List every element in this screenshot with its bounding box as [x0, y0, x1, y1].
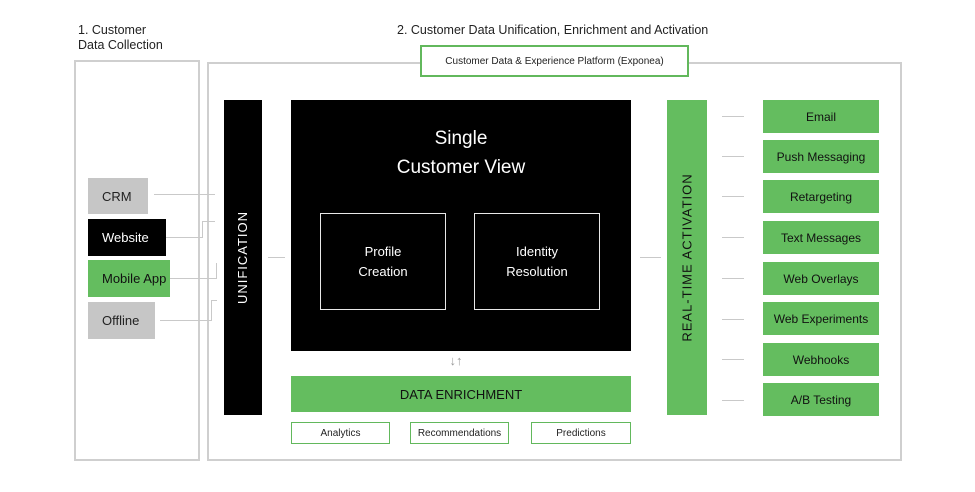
single-customer-view-title-line2: Customer View	[396, 157, 526, 178]
unification-to-view-connector	[268, 257, 285, 258]
website-connector-h	[166, 237, 203, 238]
enrichment-predictions: Predictions	[531, 422, 631, 444]
single-customer-view-title-line1: Single	[434, 128, 488, 149]
website-connector-h2	[202, 221, 215, 222]
enrichment-recommendations: Recommendations	[410, 422, 509, 444]
section-1-title-line2: Data Collection	[78, 38, 163, 52]
enrichment-analytics: Analytics	[291, 422, 390, 444]
channel-connector	[722, 196, 744, 197]
channel-connector	[722, 156, 744, 157]
mobile-connector-h	[170, 278, 216, 279]
channel-connector	[722, 400, 744, 401]
source-crm: CRM	[88, 178, 148, 214]
mobile-connector-v	[216, 263, 217, 279]
channel-connector	[722, 359, 744, 360]
channel-push-messaging: Push Messaging	[763, 140, 879, 173]
offline-connector-h2	[211, 300, 217, 301]
profile-creation-line2: Creation	[358, 263, 408, 279]
platform-label: Customer Data & Experience Platform (Exp…	[420, 45, 689, 77]
flow-arrows-icon: ↓↑	[449, 353, 463, 368]
channel-retargeting: Retargeting	[763, 180, 879, 213]
identity-resolution-line1: Identity	[516, 243, 558, 259]
real-time-activation-label: REAL-TIME ACTIVATION	[679, 173, 695, 342]
single-customer-view-panel: Single Customer View Profile Creation Id…	[291, 100, 631, 351]
channel-web-overlays: Web Overlays	[763, 262, 879, 295]
real-time-activation-bar: REAL-TIME ACTIVATION	[667, 100, 707, 415]
view-to-activation-connector	[640, 257, 661, 258]
channel-webhooks: Webhooks	[763, 343, 879, 376]
identity-resolution-line2: Resolution	[506, 263, 568, 279]
data-enrichment-bar: DATA ENRICHMENT	[291, 376, 631, 412]
section-1-title: 1. Customer Data Collection	[78, 23, 163, 53]
identity-resolution-box: Identity Resolution	[474, 213, 600, 310]
single-customer-view-title: Single Customer View	[291, 124, 631, 182]
channel-connector	[722, 278, 744, 279]
channel-ab-testing: A/B Testing	[763, 383, 879, 416]
unification-label: UNIFICATION	[235, 210, 251, 305]
source-mobile-app: Mobile App	[88, 260, 170, 297]
crm-connector	[154, 194, 215, 195]
channel-connector	[722, 319, 744, 320]
source-website: Website	[88, 219, 166, 256]
source-offline: Offline	[88, 302, 155, 339]
channel-email: Email	[763, 100, 879, 133]
section-2-title: 2. Customer Data Unification, Enrichment…	[397, 23, 709, 37]
profile-creation-line1: Profile	[364, 243, 402, 259]
profile-creation-box: Profile Creation	[320, 213, 446, 310]
data-collection-frame	[74, 60, 200, 461]
unification-bar: UNIFICATION	[224, 100, 262, 415]
offline-connector-v	[211, 300, 212, 321]
section-1-title-line1: 1. Customer	[78, 23, 147, 37]
channel-text-messages: Text Messages	[763, 221, 879, 254]
channel-connector	[722, 116, 744, 117]
channel-connector	[722, 237, 744, 238]
channel-web-experiments: Web Experiments	[763, 302, 879, 335]
offline-connector-h	[160, 320, 212, 321]
website-connector-v	[202, 221, 203, 238]
